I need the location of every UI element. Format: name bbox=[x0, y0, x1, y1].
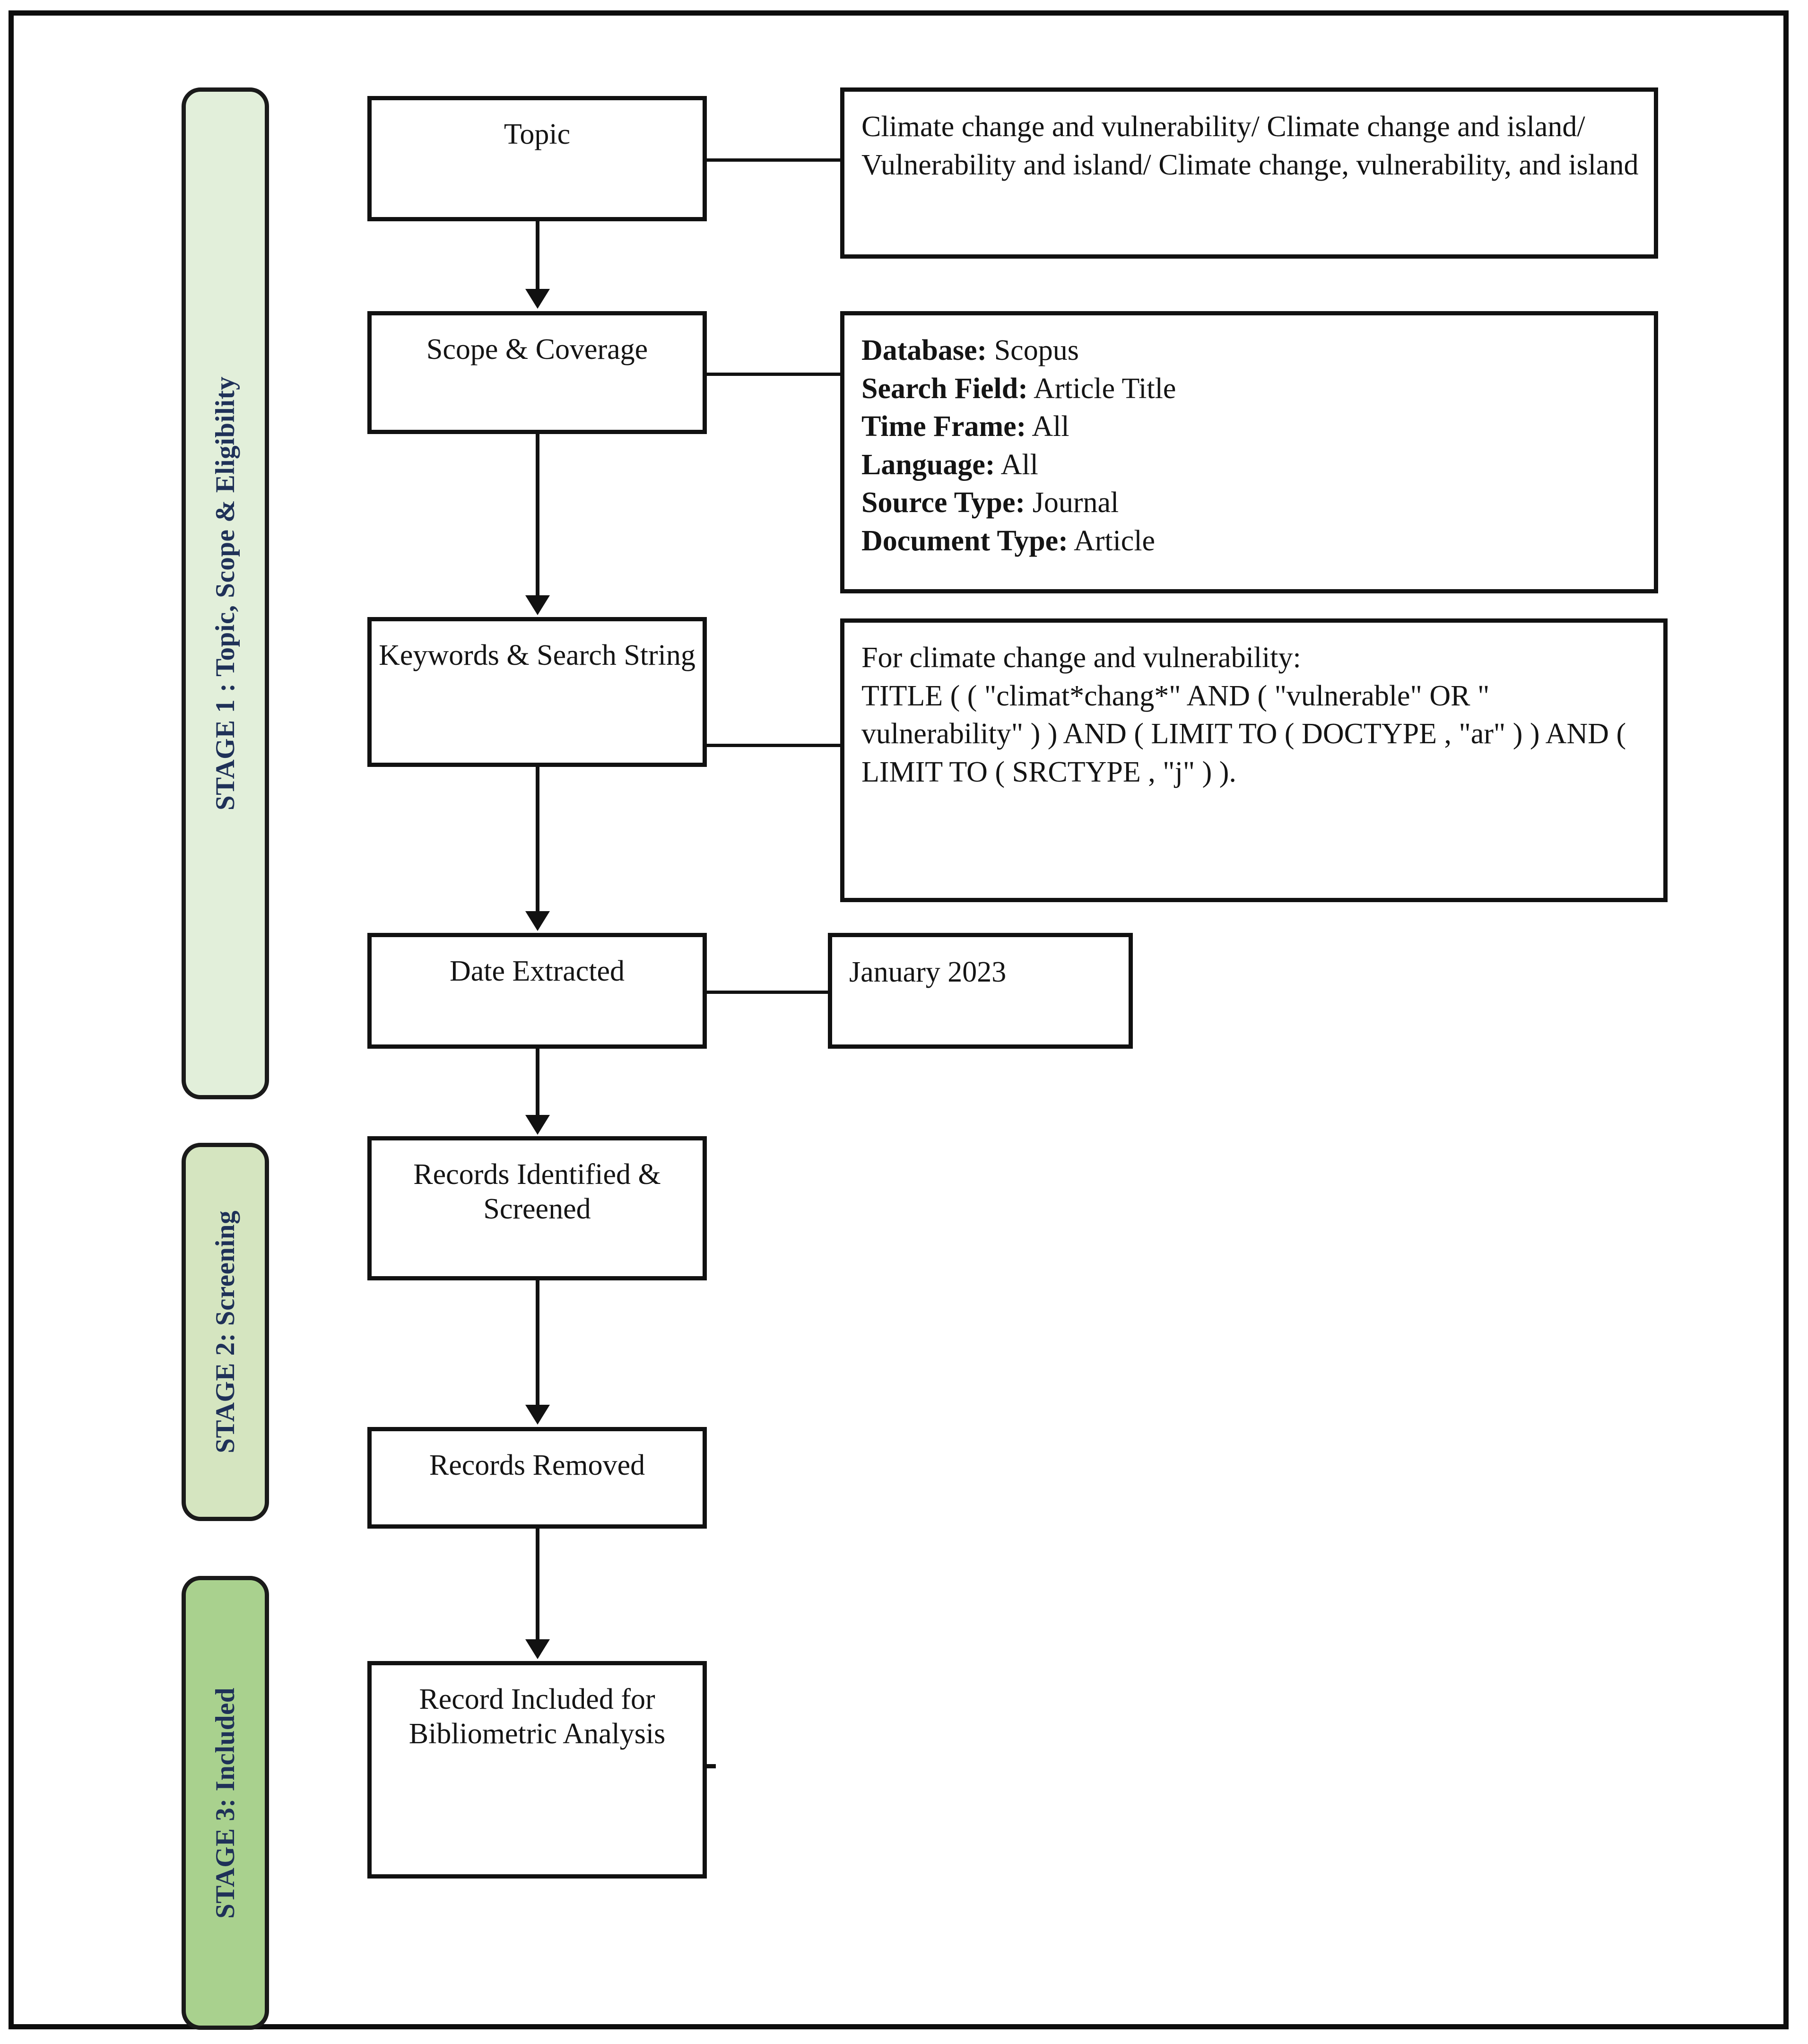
detail-box-topic: Climate change and vulnerability/ Climat… bbox=[840, 87, 1658, 259]
process-box-records-identified-label: Records Identified & Screened bbox=[413, 1158, 661, 1226]
detail-row-document-type-value: Article bbox=[1068, 524, 1156, 557]
connector-scope-to-keywords bbox=[536, 434, 539, 597]
process-box-topic: Topic bbox=[367, 96, 707, 221]
detail-row-source-type: Source Type: Journal bbox=[861, 484, 1176, 522]
stage-bar-3: STAGE 3: Included bbox=[182, 1576, 269, 2030]
connector-topic-to-detail bbox=[707, 158, 840, 162]
process-box-keywords-label: Keywords & Search String bbox=[379, 639, 695, 671]
stage-bar-3-label: STAGE 3: Included bbox=[210, 1687, 240, 1919]
arrow-topic-to-scope bbox=[525, 289, 550, 309]
process-box-records-removed: Records Removed bbox=[367, 1427, 707, 1529]
process-box-records-removed-label: Records Removed bbox=[429, 1449, 645, 1481]
detail-box-scope: Database: Scopus Search Field: Article T… bbox=[840, 311, 1658, 593]
connector-stub-record-included bbox=[704, 1764, 716, 1768]
detail-box-scope-text: Database: Scopus Search Field: Article T… bbox=[844, 315, 1188, 560]
process-box-scope: Scope & Coverage bbox=[367, 311, 707, 434]
detail-row-time-frame-value: All bbox=[1026, 410, 1069, 443]
connector-scope-to-detail bbox=[707, 373, 840, 376]
detail-keywords-intro: For climate change and vulnerability: bbox=[861, 642, 1301, 674]
detail-row-source-type-value: Journal bbox=[1025, 487, 1119, 519]
connector-keywords-to-date bbox=[536, 767, 539, 912]
detail-row-document-type-label: Document Type: bbox=[861, 524, 1068, 557]
arrow-records-identified-to-removed bbox=[525, 1405, 550, 1425]
detail-row-database-value: Scopus bbox=[987, 334, 1079, 366]
process-box-record-included: Record Included for Bibliometric Analysi… bbox=[367, 1661, 707, 1879]
detail-row-search-field-label: Search Field: bbox=[861, 372, 1028, 405]
process-box-date-extracted: Date Extracted bbox=[367, 933, 707, 1049]
stage-bar-2: STAGE 2: Screening bbox=[182, 1143, 269, 1521]
detail-box-date-text: January 2023 bbox=[849, 956, 1007, 988]
detail-row-source-type-label: Source Type: bbox=[861, 487, 1026, 519]
process-box-scope-label: Scope & Coverage bbox=[426, 333, 648, 365]
detail-row-language-value: All bbox=[995, 448, 1038, 481]
arrow-keywords-to-date bbox=[525, 911, 550, 931]
detail-row-language: Language: All bbox=[861, 446, 1176, 484]
detail-box-keywords-text: For climate change and vulnerability: TI… bbox=[844, 623, 1663, 791]
stage-bar-1: STAGE 1 : Topic, Scope & Eligibility bbox=[182, 87, 269, 1099]
diagram-frame: STAGE 1 : Topic, Scope & Eligibility STA… bbox=[9, 10, 1789, 2030]
detail-box-date: January 2023 bbox=[828, 933, 1133, 1049]
detail-row-document-type: Document Type: Article bbox=[861, 522, 1176, 560]
detail-row-search-field: Search Field: Article Title bbox=[861, 370, 1176, 408]
process-box-topic-label: Topic bbox=[504, 118, 571, 150]
connector-removed-to-included bbox=[536, 1529, 539, 1641]
stage-bar-1-label: STAGE 1 : Topic, Scope & Eligibility bbox=[210, 376, 240, 811]
detail-box-topic-text: Climate change and vulnerability/ Climat… bbox=[861, 111, 1639, 181]
detail-keywords-query: TITLE ( ( "climat*chang*" AND ( "vulnera… bbox=[861, 679, 1626, 788]
arrow-scope-to-keywords bbox=[525, 595, 550, 615]
stage-bar-2-label: STAGE 2: Screening bbox=[210, 1210, 240, 1453]
connector-topic-to-scope bbox=[536, 221, 539, 291]
connector-date-to-detail bbox=[707, 991, 828, 994]
detail-row-database: Database: Scopus bbox=[861, 331, 1176, 370]
process-box-date-extracted-label: Date Extracted bbox=[449, 955, 625, 987]
detail-row-time-frame-label: Time Frame: bbox=[861, 410, 1026, 443]
detail-row-search-field-value: Article Title bbox=[1027, 372, 1176, 405]
connector-date-to-records-identified bbox=[536, 1049, 539, 1116]
connector-keywords-to-detail bbox=[707, 744, 840, 747]
process-box-keywords: Keywords & Search String bbox=[367, 617, 707, 767]
detail-row-database-label: Database: bbox=[861, 334, 987, 366]
process-box-records-identified: Records Identified & Screened bbox=[367, 1136, 707, 1280]
detail-row-time-frame: Time Frame: All bbox=[861, 408, 1176, 446]
arrow-date-to-records-identified bbox=[525, 1115, 550, 1135]
arrow-removed-to-included bbox=[525, 1639, 550, 1659]
process-box-record-included-label: Record Included for Bibliometric Analysi… bbox=[409, 1683, 666, 1750]
detail-box-keywords: For climate change and vulnerability: TI… bbox=[840, 618, 1668, 902]
connector-records-identified-to-removed bbox=[536, 1280, 539, 1406]
detail-row-language-label: Language: bbox=[861, 448, 995, 481]
